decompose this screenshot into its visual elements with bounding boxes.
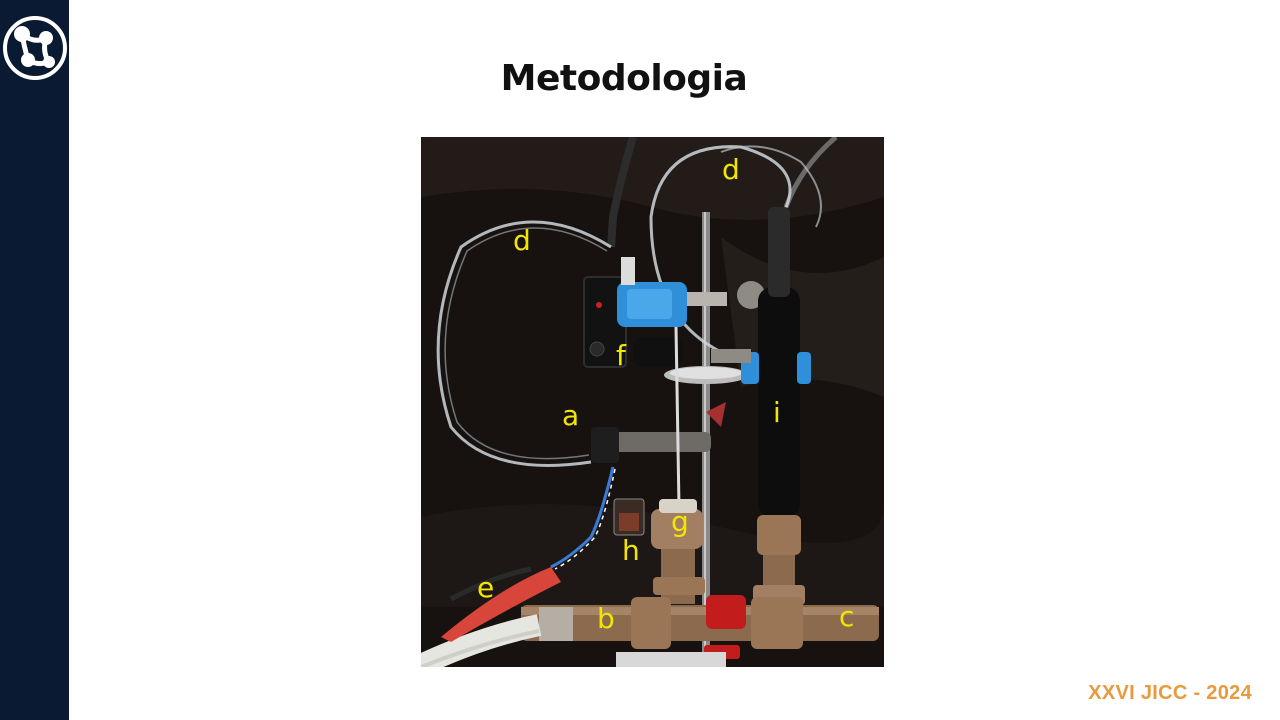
- footer-conference-label: XXVI JICC - 2024: [1088, 682, 1252, 704]
- label-b: b: [597, 602, 615, 635]
- label-i: i: [773, 396, 781, 429]
- label-a: a: [562, 399, 580, 432]
- label-d-top: d: [722, 153, 740, 186]
- molecule-logo-icon: [0, 2, 69, 94]
- label-g: g: [671, 505, 689, 538]
- label-h: h: [622, 534, 640, 567]
- apparatus-photo: d d f a i g h e b c: [421, 137, 884, 667]
- label-f: f: [616, 339, 626, 372]
- label-e: e: [477, 571, 495, 604]
- label-c: c: [839, 600, 855, 633]
- sidebar: [0, 0, 69, 720]
- slide-title: Metodologia: [500, 58, 748, 99]
- label-d-left: d: [513, 224, 531, 257]
